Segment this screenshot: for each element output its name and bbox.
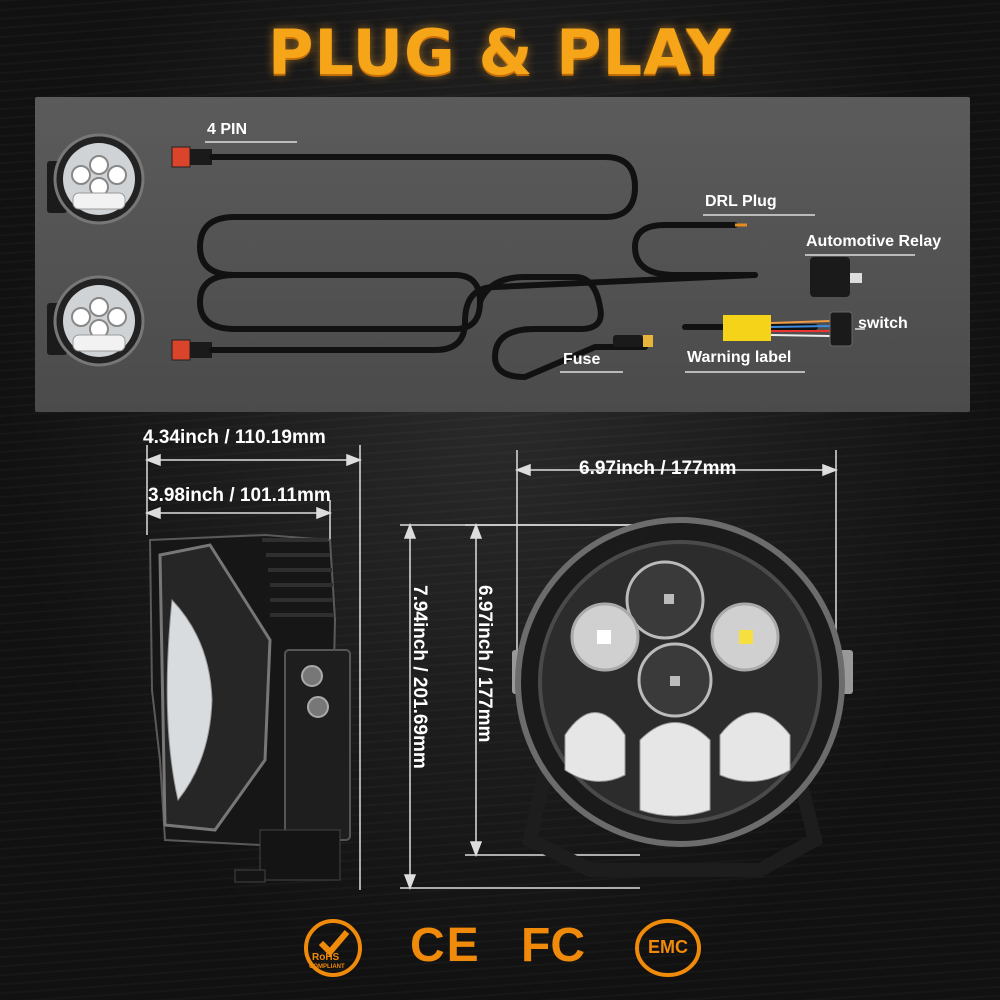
dimension-side-outer: 4.34inch / 110.19mm (143, 427, 326, 448)
label-fuse: Fuse (563, 351, 601, 368)
rohs-certification-icon (304, 919, 362, 977)
front-view-lamp-icon (512, 517, 853, 877)
ce-certification-icon: CE (410, 919, 481, 972)
label-drl-plug: DRL Plug (705, 193, 777, 210)
wiring-panel: 4 PIN DRL Plug Automotive Relay switch F… (35, 97, 970, 412)
dimension-front-width: 6.97inch / 177mm (579, 458, 737, 479)
dimension-front-height-outer: 7.94inch / 201.69mm (409, 585, 430, 769)
page-title: PLUG & PLAY (267, 16, 733, 89)
wiring-diagram (47, 133, 915, 380)
fuse-icon (613, 335, 643, 347)
lamp-bottom-icon (47, 275, 145, 367)
dimension-front-height-inner: 6.97inch / 177mm (474, 585, 495, 743)
label-automotive-relay: Automotive Relay (806, 233, 942, 250)
emc-text: EMC (648, 937, 688, 957)
rohs-subtext: COMPLIANT (309, 964, 345, 970)
warning-label-icon (723, 315, 771, 341)
label-switch: switch (858, 315, 908, 332)
label-4-pin: 4 PIN (207, 121, 248, 138)
label-warning-label: Warning label (687, 349, 792, 366)
side-view-lamp-icon (148, 533, 351, 883)
lamp-top-icon (47, 133, 145, 225)
rohs-text: RoHS (312, 952, 340, 963)
relay-icon (810, 257, 850, 297)
dimension-side-inner: 3.98inch / 101.11mm (148, 485, 331, 506)
switch-icon (829, 311, 853, 347)
fc-certification-icon: FC (521, 919, 585, 972)
emc-certification-icon (635, 919, 701, 977)
